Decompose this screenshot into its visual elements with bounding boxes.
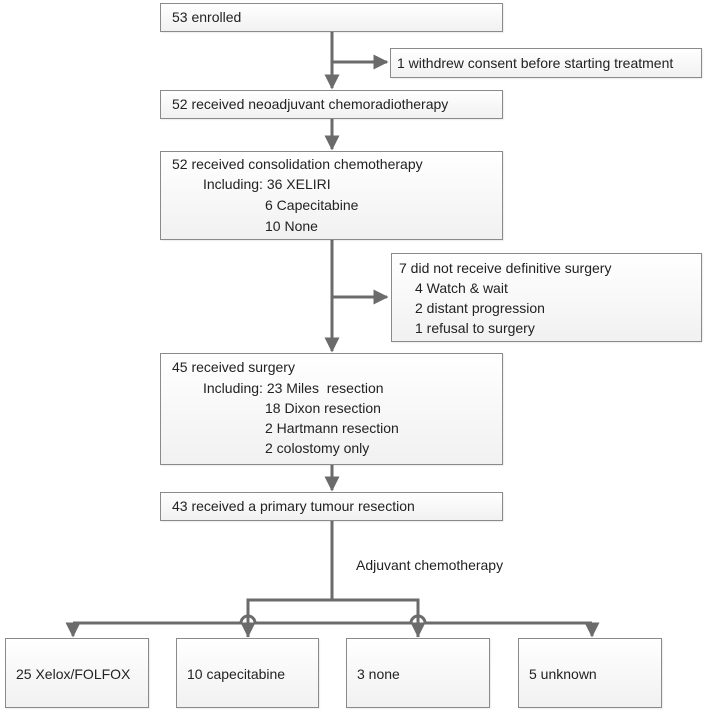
box-withdrew: 1 withdrew consent before starting treat… bbox=[390, 48, 702, 78]
box-outcome-xelox: 25 Xelox/FOLFOX bbox=[5, 638, 149, 708]
box-consolidation-line: 6 Capecitabine bbox=[265, 197, 359, 213]
box-no-surgery-line: 4 Watch & wait bbox=[415, 280, 508, 296]
box-no-surgery-line: 1 refusal to surgery bbox=[415, 320, 535, 336]
connector-outer-bar bbox=[73, 614, 592, 625]
box-outcome-none: 3 none bbox=[346, 638, 490, 708]
box-consolidation-title: 52 received consolidation chemotherapy bbox=[172, 156, 423, 172]
box-outcome-text: 25 Xelox/FOLFOX bbox=[16, 666, 131, 682]
box-consolidation: 52 received consolidation chemotherapy I… bbox=[160, 151, 503, 240]
box-primary-resection: 43 received a primary tumour resection bbox=[160, 492, 503, 521]
box-outcome-unknown: 5 unknown bbox=[518, 638, 662, 708]
box-neoadjuvant-text: 52 received neoadjuvant chemoradiotherap… bbox=[172, 96, 449, 112]
box-outcome-text: 3 none bbox=[357, 666, 400, 682]
box-surgery-line: Including: 23 Miles resection bbox=[203, 380, 384, 396]
box-consolidation-line: 10 None bbox=[265, 218, 318, 234]
box-surgery-title: 45 received surgery bbox=[172, 359, 295, 375]
box-no-surgery-title: 7 did not receive definitive surgery bbox=[399, 260, 612, 276]
box-surgery: 45 received surgery Including: 23 Miles … bbox=[160, 353, 503, 465]
box-primary-resection-text: 43 received a primary tumour resection bbox=[172, 498, 415, 514]
box-surgery-line: 2 Hartmann resection bbox=[265, 420, 399, 436]
box-surgery-line: 18 Dixon resection bbox=[265, 400, 381, 416]
connector-inner-bracket bbox=[246, 598, 420, 637]
box-no-surgery-line: 2 distant progression bbox=[415, 300, 545, 316]
box-withdrew-text: 1 withdrew consent before starting treat… bbox=[397, 55, 674, 71]
box-enrolled-text: 53 enrolled bbox=[172, 9, 242, 25]
box-outcome-capecitabine: 10 capecitabine bbox=[176, 638, 319, 708]
box-consolidation-line: Including: 36 XELIRI bbox=[203, 176, 331, 192]
box-outcome-text: 5 unknown bbox=[529, 666, 597, 682]
box-no-surgery: 7 did not receive definitive surgery 4 W… bbox=[391, 253, 702, 342]
box-outcome-text: 10 capecitabine bbox=[187, 666, 286, 682]
box-neoadjuvant: 52 received neoadjuvant chemoradiotherap… bbox=[160, 90, 503, 119]
adjuvant-chemotherapy-label: Adjuvant chemotherapy bbox=[356, 557, 504, 573]
box-enrolled: 53 enrolled bbox=[160, 3, 503, 32]
box-surgery-line: 2 colostomy only bbox=[265, 440, 370, 456]
